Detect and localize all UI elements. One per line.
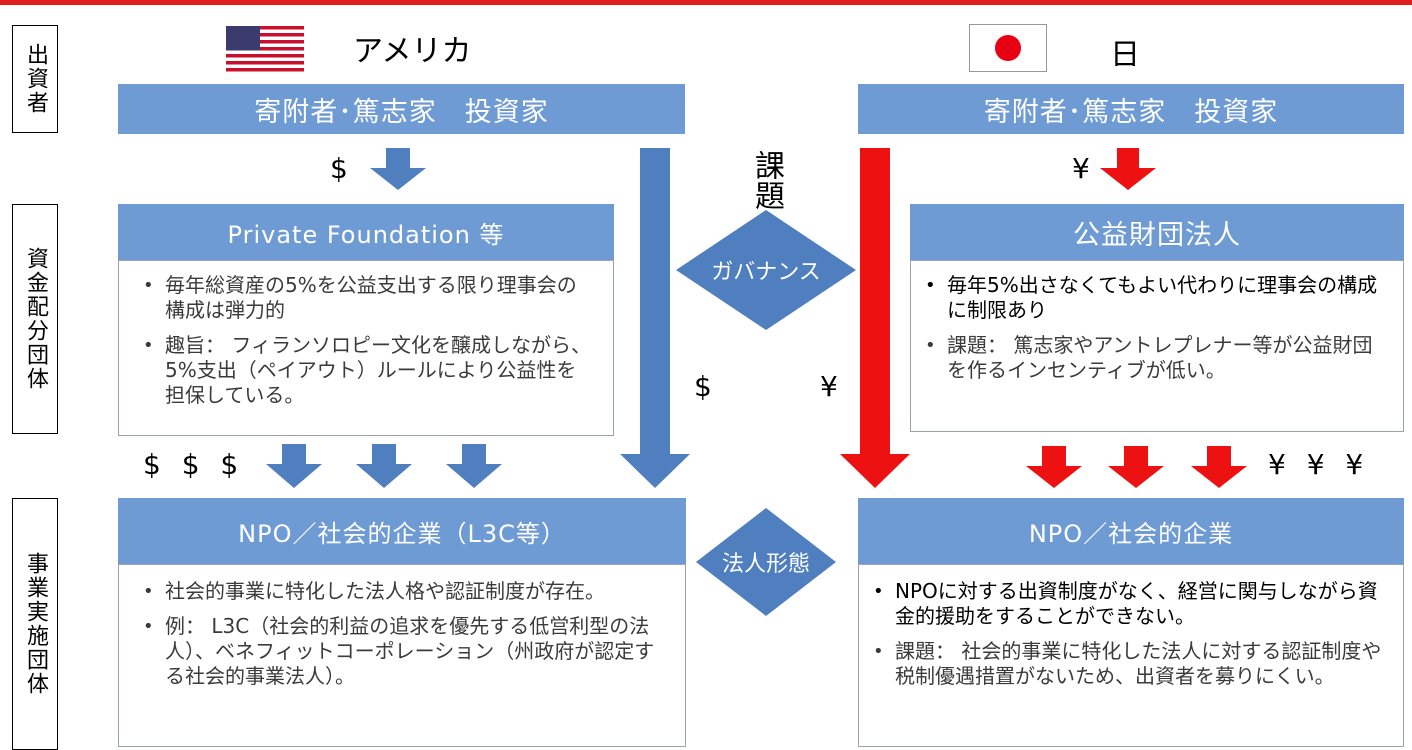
us-country-label: アメリカ bbox=[353, 34, 472, 69]
top-accent-bar bbox=[0, 0, 1412, 5]
legal-form-diamond: 法人形態 bbox=[696, 508, 836, 616]
jp-foundation-down-arrow-3 bbox=[1191, 446, 1247, 488]
jp-npo-panel: NPOに対する出資制度がなく、経営に関与しながら資金的援助をすることができない。… bbox=[858, 564, 1404, 747]
legal-form-label: 法人形態 bbox=[721, 552, 810, 577]
us-currency-triple: $ $ $ bbox=[143, 448, 245, 481]
jp-npo-item-1: NPOに対する出資制度がなく、経営に関与しながら資金的援助をすることができない。 bbox=[873, 579, 1385, 629]
us-direct-long-arrow bbox=[620, 148, 690, 488]
jp-foundation-panel: 毎年5%出さなくてもよい代わりに理事会の構成に制限あり 課題： 篤志家やアントレ… bbox=[910, 260, 1404, 432]
issue-label: 課題 bbox=[744, 150, 784, 232]
jp-direct-long-arrow bbox=[840, 148, 910, 488]
us-npo-band: NPO／社会的企業（L3C等） bbox=[118, 498, 686, 564]
us-foundation-panel: 毎年総資産の5%を公益支出する限り理事会の構成は弾力的 趣旨： フィランソロピー… bbox=[118, 260, 614, 436]
us-foundation-item-1: 毎年総資産の5%を公益支出する限り理事会の構成は弾力的 bbox=[143, 273, 595, 323]
row-label-implementers-text: 事業実施団体 bbox=[23, 552, 48, 696]
row-label-implementers: 事業実施団体 bbox=[12, 498, 58, 750]
row-label-funding-orgs-text: 資金配分団体 bbox=[23, 247, 48, 391]
jp-npo-item-2: 課題： 社会的事業に特化した法人に対する認証制度や税制優遇措置がないため、出資者… bbox=[873, 639, 1385, 689]
us-foundation-item-2: 趣旨： フィランソロピー文化を醸成しながら、5%支出（ペイアウト）ルールにより公… bbox=[143, 333, 595, 408]
jp-foundation-item-1: 毎年5%出さなくてもよい代わりに理事会の構成に制限あり bbox=[925, 273, 1385, 323]
us-foundation-down-arrow-1 bbox=[266, 444, 322, 488]
jp-country-label: 日本 bbox=[1110, 38, 1140, 66]
jp-foundation-band: 公益財団法人 bbox=[910, 204, 1404, 260]
row-label-funding-orgs: 資金配分団体 bbox=[12, 204, 58, 434]
us-npo-item-2: 例： L3C（社会的利益の追求を優先する低営利型の法人）、ベネフィットコーポレー… bbox=[143, 614, 667, 689]
us-currency-single: $ bbox=[330, 152, 348, 185]
jp-currency-triple: ¥ ¥ ¥ bbox=[1268, 448, 1370, 481]
issue-label-text: 課題 bbox=[749, 150, 784, 210]
us-foundation-down-arrow-3 bbox=[446, 444, 502, 488]
us-flag-icon bbox=[226, 26, 304, 72]
japan-flag-icon bbox=[969, 24, 1047, 72]
jp-investor-down-arrow bbox=[1100, 148, 1156, 190]
us-investor-down-arrow bbox=[370, 148, 426, 190]
jp-investor-band: 寄附者･篤志家 投資家 bbox=[858, 84, 1404, 134]
us-currency-mid: $ bbox=[694, 370, 712, 403]
governance-label: ガバナンス bbox=[711, 260, 821, 285]
governance-diamond: ガバナンス bbox=[676, 210, 856, 330]
jp-foundation-item-2: 課題： 篤志家やアントレプレナー等が公益財団を作るインセンティブが低い。 bbox=[925, 333, 1385, 383]
row-label-investors: 出資者 bbox=[12, 25, 58, 133]
jp-foundation-down-arrow-2 bbox=[1108, 446, 1164, 488]
jp-currency-single: ¥ bbox=[1072, 152, 1090, 185]
jp-currency-mid: ¥ bbox=[820, 370, 838, 403]
row-label-investors-text: 出資者 bbox=[23, 43, 48, 115]
us-npo-panel: 社会的事業に特化した法人格や認証制度が存在。 例： L3C（社会的利益の追求を優… bbox=[118, 564, 686, 747]
us-foundation-down-arrow-2 bbox=[356, 444, 412, 488]
us-npo-item-1: 社会的事業に特化した法人格や認証制度が存在。 bbox=[143, 579, 667, 604]
jp-npo-band: NPO／社会的企業 bbox=[858, 498, 1404, 564]
us-investor-band: 寄附者･篤志家 投資家 bbox=[118, 84, 685, 134]
us-foundation-band: Private Foundation 等 bbox=[118, 204, 614, 260]
jp-foundation-down-arrow-1 bbox=[1026, 446, 1082, 488]
